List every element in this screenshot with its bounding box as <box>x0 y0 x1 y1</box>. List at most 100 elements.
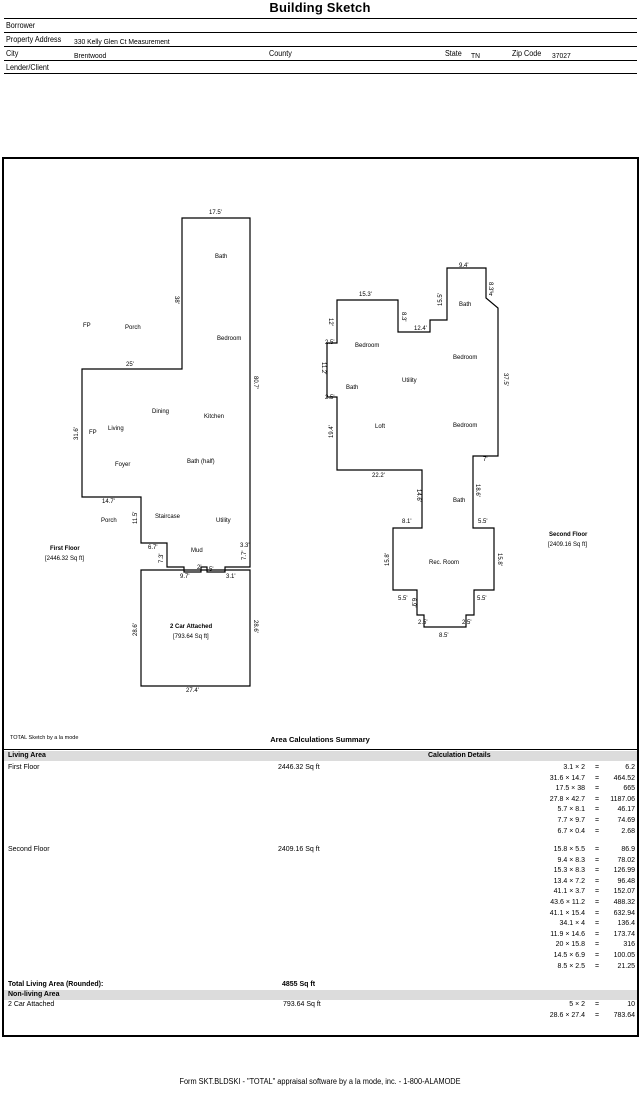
zip-value: 37027 <box>552 51 571 60</box>
calc-equals: = <box>595 899 600 906</box>
room-label: Kitchen <box>204 414 224 420</box>
room-label: Bedroom <box>453 355 477 361</box>
area-table-header: Living Area Calculation Details <box>4 751 637 761</box>
room-label: Bedroom <box>355 343 379 349</box>
calc-equals: = <box>595 952 600 959</box>
dim-label: 9.7' <box>180 574 190 580</box>
calc-result: 173.74 <box>613 930 635 938</box>
room-label: Rec. Room <box>429 560 459 566</box>
room-label: Utility <box>402 378 417 384</box>
dim-label: 17.5' <box>209 210 222 216</box>
calc-expression: 7.7 × 9.7 <box>557 817 585 824</box>
dim-label: 27.4' <box>186 688 199 694</box>
dim-label: 8.5' <box>439 633 449 639</box>
dim-label: 9.4' <box>459 263 469 269</box>
dim-label: 14.7' <box>102 499 115 505</box>
first-floor-area: [2446.32 Sq ft] <box>45 556 84 562</box>
second-floor-outline <box>326 267 499 628</box>
dim-label: 2.5' <box>418 620 428 626</box>
calc-expression: 43.6 × 11.2 <box>550 899 585 906</box>
area-summary-title: Area Calculations Summary <box>270 735 370 744</box>
dim-label: 8.3' <box>400 312 406 322</box>
dim-label: 5.5' <box>478 519 488 525</box>
calc-result: 2.68 <box>621 827 635 835</box>
dim-label: 7.7' <box>242 551 248 561</box>
city-value: Brentwood <box>74 51 107 60</box>
calc-equals: = <box>595 909 600 917</box>
room-label: Porch <box>101 518 117 524</box>
room-label: Bath (half) <box>187 459 215 465</box>
first-floor-title: First Floor <box>50 546 80 552</box>
calc-expression: 31.6 × 14.7 <box>549 774 585 782</box>
dim-label: 8.1' <box>402 519 412 525</box>
calc-expression: 3.1 × 2 <box>563 764 585 771</box>
dim-label: 15.8' <box>496 553 502 566</box>
calc-equals: = <box>595 806 600 814</box>
footer: Form SKT.BLDSKI - "TOTAL" appraisal soft… <box>179 1077 461 1086</box>
calc-equals: = <box>595 930 600 938</box>
nonliving-label: Non-living Area <box>8 991 60 998</box>
dim-label: 19.4' <box>329 425 335 438</box>
calc-result: 464.52 <box>613 774 635 782</box>
calc-result: 74.69 <box>617 817 635 824</box>
dim-label: 8.3' <box>487 282 493 292</box>
dim-label: 7.3' <box>159 554 165 564</box>
calc-result: 1187.06 <box>610 795 635 803</box>
calc-expression: 28.6 × 27.4 <box>549 1012 585 1019</box>
dim-label: 5.5' <box>398 596 408 602</box>
room-label: FP <box>89 430 97 436</box>
calc-result: 126.99 <box>613 867 635 875</box>
room-label: Dining <box>152 409 169 415</box>
calc-equals: = <box>595 888 600 896</box>
borrower-row: Borrower <box>4 19 637 33</box>
calc-equals: = <box>595 774 600 782</box>
calc-equals: = <box>595 764 600 771</box>
borrower-label: Borrower <box>6 21 36 30</box>
calc-expression: 14.5 × 6.9 <box>553 952 585 959</box>
dim-label: 14.6' <box>415 489 421 502</box>
room-label: Mud <box>191 548 203 554</box>
room-label: Utility <box>216 518 231 524</box>
dim-label: 5.5' <box>477 596 487 602</box>
calc-expression: 20 × 15.8 <box>555 941 585 949</box>
room-label: Bath <box>215 254 227 260</box>
calc-expression: 15.3 × 8.3 <box>553 867 585 875</box>
second-floor-name: Second Floor <box>8 846 50 853</box>
second-floor-area-value: 2409.16 Sq ft <box>278 846 320 853</box>
calc-equals: = <box>595 817 600 824</box>
property-address-value: 330 Kelly Glen Ct Measurement <box>74 37 170 46</box>
state-label: State <box>445 49 462 58</box>
calc-expression: 9.4 × 8.3 <box>557 856 585 864</box>
lender-row: Lender/Client <box>4 61 637 75</box>
calc-details-label: Calculation Details <box>428 752 491 759</box>
garage-area: [793.64 Sq ft] <box>173 634 209 640</box>
nonliving-header: Non-living Area <box>4 990 637 1000</box>
calc-expression: 11.9 × 14.6 <box>550 930 585 938</box>
room-label: Bath <box>346 385 358 391</box>
calc-expression: 5 × 2 <box>569 1001 585 1008</box>
calc-result: 783.64 <box>613 1012 635 1019</box>
calc-expression: 6.7 × 0.4 <box>557 827 585 835</box>
calc-result: 665 <box>623 785 635 793</box>
garage-area-value: 793.64 Sq ft <box>283 1001 321 1008</box>
calc-expression: 27.8 × 42.7 <box>549 795 585 803</box>
calc-equals: = <box>595 856 600 864</box>
dim-label: 4' <box>489 292 493 298</box>
calc-equals: = <box>595 1012 600 1019</box>
zip-label: Zip Code <box>512 49 542 58</box>
calc-result: 488.32 <box>613 899 635 906</box>
room-label: Foyer <box>115 462 130 468</box>
room-label: Bedroom <box>217 336 241 342</box>
calc-equals: = <box>595 877 600 885</box>
dim-label: 37.5' <box>502 373 508 386</box>
calc-equals: = <box>595 827 600 835</box>
dim-label: 2.5' <box>325 395 335 401</box>
living-area-label: Living Area <box>8 752 46 759</box>
garage-name: 2 Car Attached <box>8 1001 55 1008</box>
dim-label: 5' <box>209 567 213 573</box>
page-title: Building Sketch <box>269 0 371 15</box>
room-label: Bath <box>459 302 471 308</box>
dim-label: 15.5' <box>438 293 444 306</box>
dim-label: 22.2' <box>372 473 385 479</box>
